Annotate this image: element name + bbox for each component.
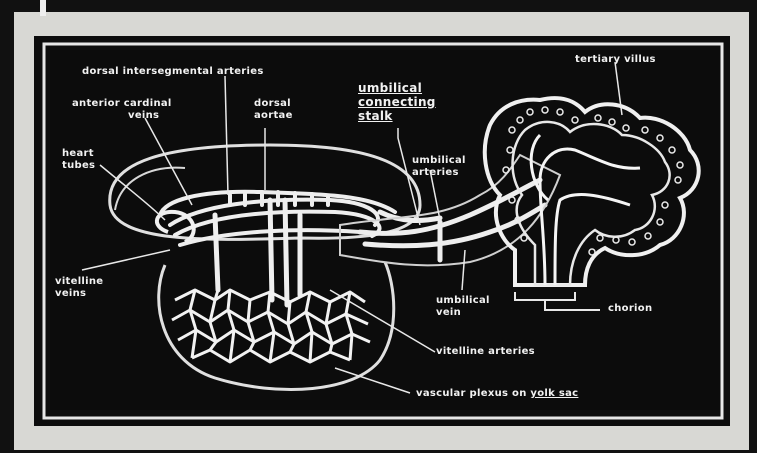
label-anterior-cardinal-1: anterior cardinal xyxy=(72,98,172,109)
label-umbilical-stalk-3: stalk xyxy=(358,110,393,123)
label-dorsal-aortae-2: aortae xyxy=(254,110,293,121)
label-vitelline-veins-2: veins xyxy=(55,288,86,299)
label-umbilical-stalk-1: umbilical xyxy=(358,82,422,95)
label-anterior-cardinal-2: veins xyxy=(128,110,159,121)
label-heart-tubes-2: tubes xyxy=(62,160,95,171)
label-umbilical-stalk-2: connecting xyxy=(358,96,436,109)
label-vascular-plexus-prefix: vascular plexus on xyxy=(416,388,527,399)
label-umbilical-vein-2: vein xyxy=(436,307,461,318)
label-dorsal-aortae-1: dorsal xyxy=(254,98,291,109)
label-umbilical-vein-1: umbilical xyxy=(436,295,490,306)
label-vascular-plexus: vascular plexus on yolk sac xyxy=(416,388,578,399)
label-vitelline-arteries: vitelline arteries xyxy=(436,346,535,357)
label-dorsal-intersegmental-arteries: dorsal intersegmental arteries xyxy=(82,66,264,77)
label-umbilical-arteries-1: umbilical xyxy=(412,155,466,166)
label-vitelline-veins-1: vitelline xyxy=(55,276,103,287)
label-vascular-plexus-yolk-sac: yolk sac xyxy=(530,388,578,399)
label-tertiary-villus: tertiary villus xyxy=(575,54,656,65)
label-heart-tubes-1: heart xyxy=(62,148,94,159)
label-chorion: chorion xyxy=(608,303,652,314)
small-mark xyxy=(40,0,46,16)
label-umbilical-arteries-2: arteries xyxy=(412,167,459,178)
